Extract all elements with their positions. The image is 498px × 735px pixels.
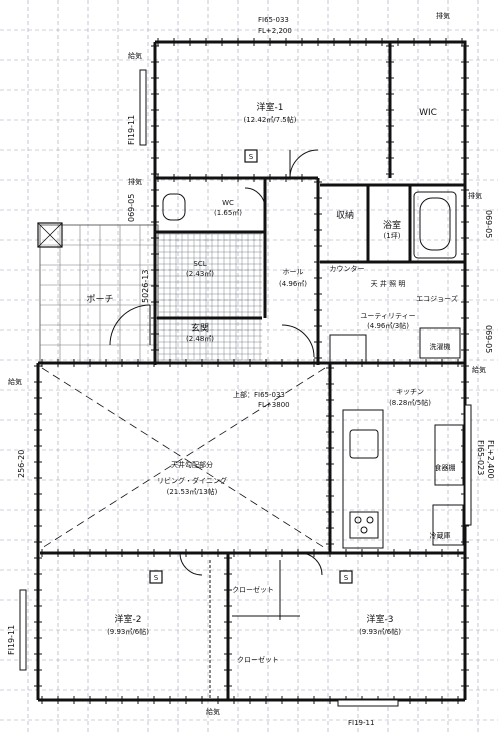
room-western2-area: (9.93㎡/6帖) bbox=[107, 627, 149, 636]
right-window-kitchen: FI65-023 bbox=[476, 440, 485, 475]
room-util-tag: 天 井 照 明 bbox=[371, 279, 406, 288]
entrance-tiles bbox=[157, 233, 262, 361]
room-closet2-name: クローゼット bbox=[237, 655, 279, 664]
sensor-w3: S bbox=[344, 574, 349, 582]
supply-bottom-label: 給気 bbox=[206, 707, 220, 716]
room-western1-name: 洋室-1 bbox=[257, 101, 284, 113]
room-bath-name: 浴室 bbox=[383, 219, 401, 231]
fixtures bbox=[19, 69, 472, 707]
room-western3-area: (9.93㎡/6帖) bbox=[359, 627, 401, 636]
room-scl-area: (2.43㎡) bbox=[186, 270, 214, 278]
room-labels: 洋室-1 (12.42㎡/7.5帖) WIC WC (1.65㎡) 収納 浴室 … bbox=[86, 101, 457, 664]
room-entrance-name: 玄関 bbox=[191, 322, 209, 334]
left-window-entry: 5026-13 bbox=[141, 270, 150, 303]
right-window-bath: 069-05 bbox=[484, 210, 493, 238]
right-window-kitchen-fl: FL+2,400 bbox=[486, 440, 495, 479]
left-window-ldk: 256-20 bbox=[17, 450, 26, 478]
room-porch-name: ポーチ bbox=[86, 294, 113, 305]
room-utility-area: (4.96㎡/3帖) bbox=[367, 321, 409, 330]
room-hall-name: ホール bbox=[283, 268, 304, 276]
top-window-fl: FL+2,200 bbox=[258, 27, 292, 35]
room-western2-name: 洋室-2 bbox=[115, 613, 142, 625]
sensor-markers: S S S bbox=[149, 149, 353, 584]
exhaust-wc-label: 排気 bbox=[128, 177, 142, 186]
room-hall-area: (4.96㎡) bbox=[279, 280, 307, 288]
room-ldk-name: リビング・ダイニング bbox=[157, 476, 227, 485]
room-fridge-name: 冷蔵庫 bbox=[430, 531, 451, 540]
room-dishshelf-name: 食器棚 bbox=[435, 463, 456, 472]
supply-left-label: 給気 bbox=[8, 377, 22, 386]
ldk-ceiling-label: 天井勾配部分 bbox=[171, 460, 213, 469]
sensor-w2: S bbox=[154, 574, 159, 582]
room-wic-name: WIC bbox=[419, 108, 437, 118]
room-wc-area: (1.65㎡) bbox=[214, 209, 242, 217]
right-window-util: 069-05 bbox=[484, 325, 493, 353]
left-window-wc: 069-05 bbox=[127, 194, 136, 222]
room-washer-name: 洗濯機 bbox=[430, 342, 451, 351]
porch-tiles bbox=[37, 222, 159, 364]
room-closet1-name: クローゼット bbox=[232, 585, 274, 594]
room-counter-name: カウンター bbox=[330, 264, 365, 273]
room-ecojoze-name: エコジョーズ bbox=[416, 294, 458, 303]
bottom-window-code: FI19-11 bbox=[348, 719, 374, 727]
supply-top-label: 給気 bbox=[128, 51, 142, 60]
wall-hatch bbox=[34, 38, 469, 704]
room-scl-name: SCL bbox=[193, 260, 206, 268]
sensor-w1: S bbox=[249, 153, 254, 161]
upper-window-fl: FL+3800 bbox=[258, 401, 290, 409]
room-utility-name: ユーティリティー bbox=[360, 312, 415, 320]
top-window-code: FI65-033 bbox=[258, 16, 289, 24]
annotations: FI65-033 FL+2,200 上部：FI65-033 FL+3800 排気… bbox=[7, 11, 495, 727]
room-bath-area: (1坪) bbox=[384, 232, 401, 240]
room-ldk-area: (21.53㎡/13帖) bbox=[167, 487, 218, 496]
left-window-top: FI19-11 bbox=[127, 115, 136, 145]
room-entrance-area: (2.48㎡) bbox=[186, 335, 214, 343]
room-western3-name: 洋室-3 bbox=[367, 613, 394, 625]
walls bbox=[36, 40, 467, 702]
exhaust-top-label: 排気 bbox=[436, 11, 450, 20]
exhaust-right-label: 排気 bbox=[468, 191, 482, 200]
room-wc-name: WC bbox=[222, 199, 234, 207]
room-western1-area: (12.42㎡/7.5帖) bbox=[244, 115, 297, 124]
room-kitchen-area: (8.28㎡/5帖) bbox=[389, 398, 431, 407]
room-storage-name: 収納 bbox=[336, 209, 354, 221]
room-kitchen-name: キッチン bbox=[396, 388, 424, 396]
left-window-bottom: FI19-11 bbox=[7, 625, 16, 655]
upper-window-code: 上部：FI65-033 bbox=[233, 390, 285, 399]
supply-right-label: 給気 bbox=[472, 365, 486, 374]
